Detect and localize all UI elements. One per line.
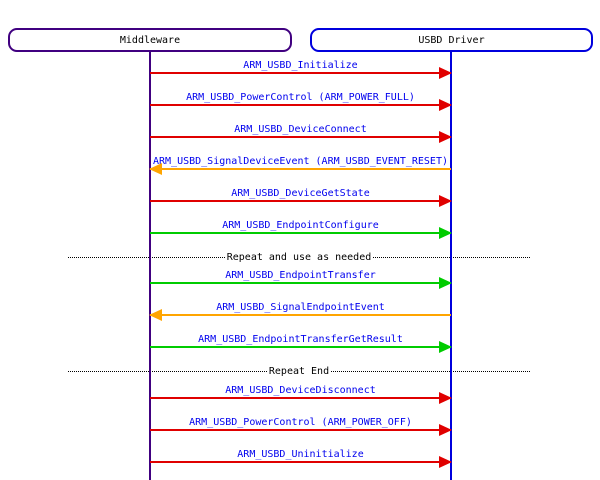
message-row: ARM_USBD_EndpointConfigure <box>150 214 452 239</box>
divider-label: Repeat End <box>268 365 330 377</box>
message-line <box>150 429 451 431</box>
message-label[interactable]: ARM_USBD_SignalDeviceEvent (ARM_USBD_EVE… <box>152 156 448 167</box>
divider-label: Repeat and use as needed <box>226 251 372 263</box>
message-row: ARM_USBD_Uninitialize <box>150 443 452 468</box>
message-line <box>150 314 451 316</box>
message-row: ARM_USBD_SignalDeviceEvent (ARM_USBD_EVE… <box>149 150 451 175</box>
message-row: ARM_USBD_Initialize <box>150 54 452 79</box>
arrowhead-right-icon <box>439 341 452 353</box>
message-label[interactable]: ARM_USBD_DeviceDisconnect <box>225 385 376 396</box>
message-line <box>150 168 451 170</box>
message-line <box>150 282 451 284</box>
arrowhead-right-icon <box>439 131 452 143</box>
message-label[interactable]: ARM_USBD_DeviceGetState <box>231 188 370 199</box>
entity-box-middleware: Middleware <box>8 28 292 52</box>
arrowhead-left-icon <box>149 163 162 175</box>
message-row: ARM_USBD_DeviceDisconnect <box>150 379 452 404</box>
message-row: ARM_USBD_DeviceGetState <box>150 182 452 207</box>
entity-label-usbd-driver: USBD Driver <box>418 34 485 46</box>
message-label[interactable]: ARM_USBD_EndpointConfigure <box>222 220 379 231</box>
entity-label-middleware: Middleware <box>119 34 181 46</box>
arrowhead-right-icon <box>439 277 452 289</box>
divider-repeat-start: Repeat and use as needed <box>68 250 530 264</box>
message-row: ARM_USBD_EndpointTransfer <box>150 264 452 289</box>
message-row: ARM_USBD_SignalEndpointEvent <box>149 296 451 321</box>
message-line <box>150 461 451 463</box>
arrowhead-right-icon <box>439 424 452 436</box>
message-row: ARM_USBD_DeviceConnect <box>150 118 452 143</box>
arrowhead-right-icon <box>439 195 452 207</box>
arrowhead-right-icon <box>439 392 452 404</box>
message-label[interactable]: ARM_USBD_Uninitialize <box>237 449 364 460</box>
message-line <box>150 232 451 234</box>
message-row: ARM_USBD_PowerControl (ARM_POWER_FULL) <box>150 86 452 111</box>
entity-box-usbd-driver: USBD Driver <box>310 28 593 52</box>
message-label[interactable]: ARM_USBD_DeviceConnect <box>234 124 367 135</box>
message-line <box>150 104 451 106</box>
arrowhead-right-icon <box>439 227 452 239</box>
arrowhead-right-icon <box>439 67 452 79</box>
divider-repeat-end: Repeat End <box>68 364 530 378</box>
arrowhead-right-icon <box>439 99 452 111</box>
message-line <box>150 346 451 348</box>
message-label[interactable]: ARM_USBD_PowerControl (ARM_POWER_FULL) <box>186 92 415 103</box>
message-line <box>150 200 451 202</box>
message-label[interactable]: ARM_USBD_EndpointTransferGetResult <box>198 334 403 345</box>
arrowhead-left-icon <box>149 309 162 321</box>
message-line <box>150 136 451 138</box>
message-label[interactable]: ARM_USBD_SignalEndpointEvent <box>216 302 385 313</box>
message-row: ARM_USBD_PowerControl (ARM_POWER_OFF) <box>150 411 452 436</box>
message-line <box>150 397 451 399</box>
message-label[interactable]: ARM_USBD_PowerControl (ARM_POWER_OFF) <box>189 417 412 428</box>
message-label[interactable]: ARM_USBD_EndpointTransfer <box>225 270 376 281</box>
arrowhead-right-icon <box>439 456 452 468</box>
lifeline-middleware <box>149 52 151 480</box>
message-line <box>150 72 451 74</box>
message-row: ARM_USBD_EndpointTransferGetResult <box>150 328 452 353</box>
message-label[interactable]: ARM_USBD_Initialize <box>243 60 358 71</box>
lifeline-usbd-driver <box>450 52 452 480</box>
